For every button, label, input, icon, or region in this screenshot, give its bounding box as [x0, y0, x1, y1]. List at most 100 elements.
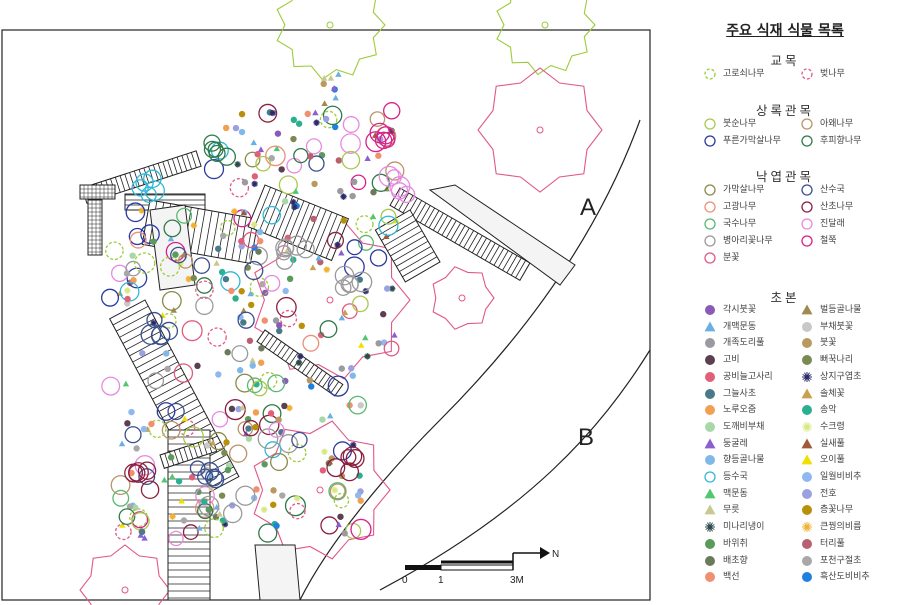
dot-icon — [705, 555, 715, 566]
legend-item-label: 벌등골나물 — [820, 305, 862, 315]
dot-icon — [705, 388, 715, 399]
legend-item-label: 상지구엽초 — [820, 371, 862, 382]
legend-section-1: 교목 — [770, 53, 800, 68]
legend-item-label: 산수국 — [820, 185, 845, 195]
legend-item-label: 분꽃 — [723, 253, 740, 263]
legend-item-label: 그늘사초 — [723, 388, 757, 399]
legend-item-label: 오이풀 — [820, 455, 845, 466]
ring-icon — [704, 135, 716, 147]
legend-item-label: 솔체꽃 — [820, 388, 845, 399]
tri-icon — [801, 304, 813, 315]
legend-item-label: 포천구절초 — [820, 555, 862, 566]
burst-icon — [802, 522, 812, 533]
legend-item-label: 향등골나물 — [723, 455, 765, 466]
legend-item-label: 무릇 — [723, 505, 740, 516]
legend-item-label: 일월비비추 — [820, 472, 862, 482]
dot-icon — [802, 538, 812, 549]
legend-item-label: 붓순나무 — [723, 119, 757, 129]
dot-icon — [802, 472, 812, 482]
tri-icon — [801, 388, 813, 398]
legend-item-label: 바위취 — [723, 538, 748, 549]
legend-item-label: 붓꽃 — [820, 338, 837, 349]
legend-item-label: 고로쇠나무 — [723, 69, 765, 79]
legend-item-label: 후피향나무 — [820, 136, 862, 146]
ring-dash-icon — [704, 68, 716, 80]
ring-icon — [801, 201, 813, 213]
legend-item-label: 수크령 — [820, 421, 845, 432]
scale-tick-1: 1 — [438, 575, 444, 586]
legend-item-label: 배초향 — [723, 555, 748, 566]
legend-item-label: 개맥문동 — [723, 321, 757, 332]
legend-item-label: 아왜나무 — [820, 119, 854, 129]
legend-item-label: 송악 — [820, 405, 837, 416]
section-label-a: A — [580, 194, 596, 221]
dot-icon — [705, 421, 715, 432]
legend-item-label: 고광나무 — [723, 202, 757, 212]
dot-icon — [705, 572, 715, 583]
legend-item-label: 가막살나무 — [723, 185, 765, 195]
legend-item-label: 미나리냉이 — [723, 522, 765, 533]
burst-icon — [705, 522, 715, 533]
dot-icon — [802, 321, 812, 332]
legend-item-label: 철쭉 — [820, 236, 837, 246]
north-label: N — [552, 549, 559, 560]
legend-item-label: 전호 — [820, 488, 837, 499]
ring-icon — [704, 471, 716, 483]
legend-item-label: 푸른가막살나무 — [723, 136, 781, 146]
legend-section-4: 초본 — [770, 290, 800, 305]
tri-icon — [704, 438, 716, 448]
legend-item-label: 도깨비부채 — [723, 421, 765, 432]
dot-icon — [802, 355, 812, 366]
tri-icon — [704, 488, 716, 499]
ring-icon — [801, 184, 813, 196]
legend-item-label: 둥굴레 — [723, 438, 748, 449]
legend-item-label: 터리풀 — [820, 538, 845, 549]
legend-section-2: 상록관목 — [755, 103, 814, 118]
dot-icon — [705, 538, 715, 549]
ring-icon — [801, 218, 813, 230]
tri-icon — [801, 454, 813, 465]
legend-item-label: 진달래 — [820, 219, 845, 229]
scale-tick-3m: 3M — [510, 575, 524, 586]
north-arrow-icon — [540, 547, 550, 559]
ring-icon — [704, 118, 716, 130]
legend-item-label: 맥문동 — [723, 488, 748, 499]
dot-icon — [802, 405, 812, 416]
legend-item-label: 백선 — [723, 572, 740, 583]
burst-icon — [802, 371, 812, 382]
dot-icon — [802, 555, 812, 566]
legend-item-label: 개족도리풀 — [723, 338, 765, 349]
dot-icon — [705, 305, 715, 315]
ring-dash-icon — [801, 68, 813, 80]
legend-item-label: 흑산도비비추 — [820, 572, 870, 583]
legend-item-label: 등수국 — [723, 472, 748, 482]
ring-icon — [801, 135, 813, 147]
legend-item-label: 뻐꾹나리 — [820, 355, 854, 366]
ring-icon — [704, 218, 716, 230]
legend-title: 주요 식재 식물 목록 — [726, 23, 844, 39]
burst-icon — [802, 421, 812, 432]
tri-icon — [704, 504, 716, 515]
dot-icon — [705, 338, 715, 349]
legend-item-label: 큰꿩의비름 — [820, 522, 862, 533]
legend-item-label: 국수나무 — [723, 219, 757, 229]
ring-icon — [801, 118, 813, 130]
ring-icon — [704, 201, 716, 213]
legend-item-label: 공비늘고사리 — [723, 371, 773, 382]
ring-icon — [801, 235, 813, 247]
legend-section-3: 낙엽관목 — [755, 169, 814, 184]
legend-item-label: 부채붓꽃 — [820, 321, 854, 332]
ring-icon — [704, 184, 716, 196]
legend-item-label: 노루오줌 — [723, 405, 757, 416]
legend-item-label: 각시붓꽃 — [723, 305, 757, 315]
tri-icon — [704, 321, 716, 332]
dot-icon — [802, 572, 812, 583]
tri-icon — [801, 438, 813, 448]
section-label-b: B — [578, 424, 594, 451]
ring-icon — [704, 235, 716, 247]
dot-icon — [705, 405, 715, 416]
dot-icon — [705, 371, 715, 382]
dot-icon — [802, 505, 812, 516]
legend-item-label: 층꽃나무 — [820, 505, 854, 516]
